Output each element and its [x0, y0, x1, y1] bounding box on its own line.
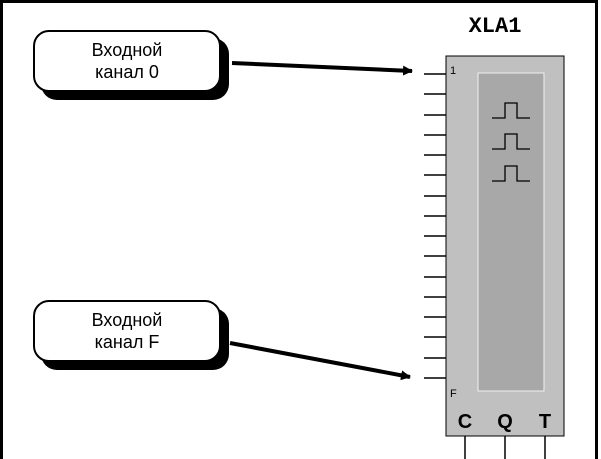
logic-analyzer-screen — [477, 72, 545, 392]
callout-line-1: Входной — [91, 310, 163, 330]
callout-line-2: канал F — [94, 332, 160, 352]
bottom-pin-label-q: Q — [497, 411, 513, 433]
waveform-icon — [492, 165, 530, 182]
waveform-icon — [492, 102, 530, 119]
pin-label-first: 1 — [450, 65, 456, 77]
callout-line-1: Входной — [91, 40, 163, 60]
component-title: XLA1 — [468, 14, 522, 39]
pin-label-last: F — [450, 388, 457, 400]
arrow-to-channel-f — [229, 341, 411, 381]
input-pins — [424, 73, 446, 379]
callout-line-2: канал 0 — [95, 62, 159, 82]
bottom-pin-label-c: C — [458, 411, 472, 433]
waveform-icon — [492, 133, 530, 150]
bottom-pin-label-t: T — [539, 411, 551, 433]
arrow-to-channel-0 — [231, 61, 413, 76]
